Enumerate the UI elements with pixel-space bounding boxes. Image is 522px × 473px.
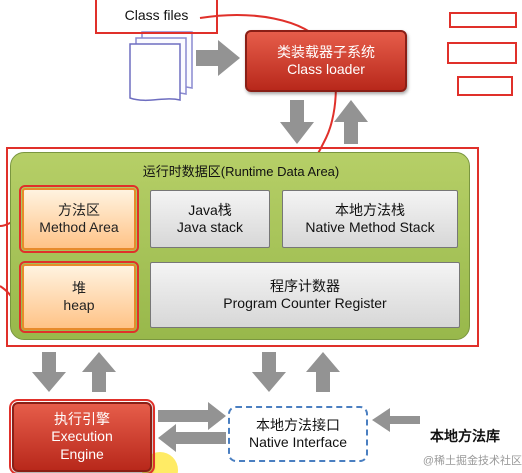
class-files-label: Class files — [124, 7, 189, 24]
arrow-runtime-up — [334, 100, 368, 144]
heap-en: heap — [63, 297, 95, 313]
execution-engine-cn: 执行引擎 — [54, 410, 110, 427]
empty-red-box-1 — [449, 12, 517, 28]
execution-engine-en-2: Engine — [60, 445, 104, 462]
execution-engine-box: 执行引擎 Execution Engine — [9, 399, 155, 473]
class-loader-box: 类装载器子系统 Class loader — [245, 30, 407, 92]
arrow-native-to-engine-lower — [158, 424, 226, 452]
runtime-data-area-title: 运行时数据区(Runtime Data Area) — [142, 164, 340, 179]
arrow-runtime-to-engine — [32, 352, 66, 392]
class-loader-title-cn: 类装载器子系统 — [277, 43, 375, 60]
pc-register-cn: 程序计数器 — [270, 277, 340, 294]
java-stack-box: Java栈 Java stack — [150, 190, 270, 248]
pc-register-box: 程序计数器 Program Counter Register — [150, 262, 460, 328]
empty-red-box-2 — [447, 42, 517, 64]
class-loader-title-en: Class loader — [287, 61, 365, 77]
heap-box: 堆 heap — [19, 261, 139, 333]
native-interface-box: 本地方法接口 Native Interface — [228, 406, 368, 462]
arrow-library-to-interface — [372, 408, 420, 432]
runtime-highlight-outline — [6, 147, 479, 347]
native-stack-cn: 本地方法栈 — [335, 201, 405, 218]
arrow-loader-down — [280, 100, 314, 144]
arrow-engine-to-runtime — [82, 352, 116, 392]
method-area-en: Method Area — [39, 219, 119, 235]
java-stack-cn: Java栈 — [188, 201, 232, 218]
class-files-label-box: Class files — [95, 0, 218, 34]
java-stack-en: Java stack — [176, 219, 244, 235]
native-method-stack-box: 本地方法栈 Native Method Stack — [282, 190, 458, 248]
arrow-files-to-loader — [196, 40, 240, 76]
arrow-engine-to-native — [158, 402, 226, 430]
pc-register-en: Program Counter Register — [223, 295, 387, 311]
document-stack-icon — [129, 31, 193, 102]
method-area-box: 方法区 Method Area — [19, 185, 139, 253]
native-interface-cn: 本地方法接口 — [256, 416, 340, 433]
execution-engine-en-1: Execution — [51, 428, 113, 445]
arrow-native-to-runtime — [306, 352, 340, 392]
empty-red-box-3 — [457, 76, 513, 96]
arrow-runtime-to-native — [252, 352, 286, 392]
heap-cn: 堆 — [72, 279, 86, 296]
watermark-text: @稀土掘金技术社区 — [422, 455, 522, 467]
native-library-label: 本地方法库 — [430, 428, 500, 444]
method-area-cn: 方法区 — [58, 201, 100, 218]
native-stack-en: Native Method Stack — [305, 219, 435, 235]
native-interface-en: Native Interface — [248, 434, 348, 450]
